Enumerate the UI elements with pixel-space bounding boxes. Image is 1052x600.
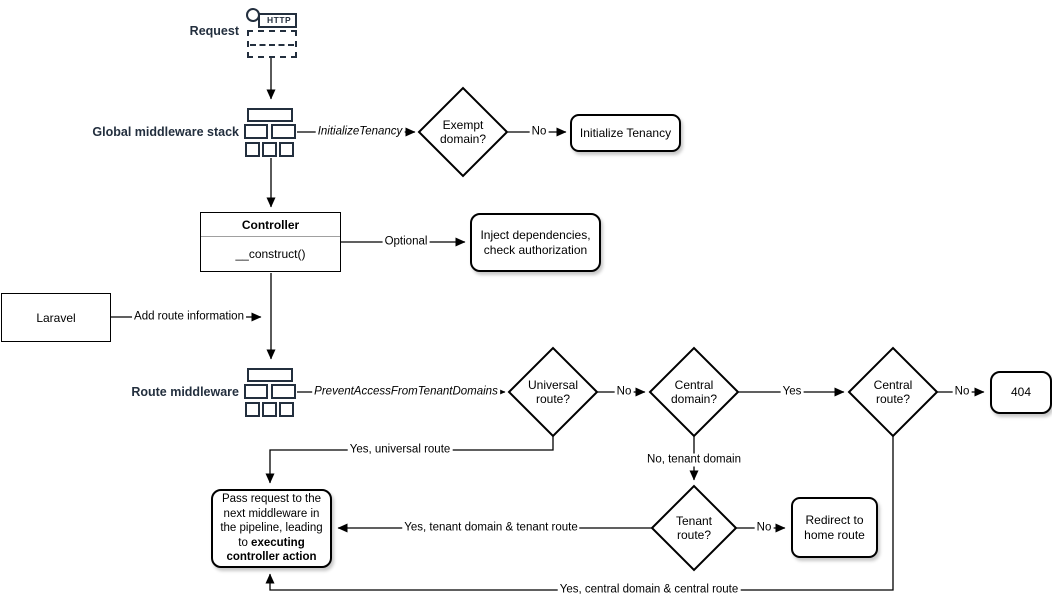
- edge-label-yes-central-domain: Yes: [780, 385, 804, 399]
- pass-request-node: Pass request to the next middleware in t…: [211, 489, 332, 568]
- http-label: HTTP: [267, 15, 292, 25]
- pass-request-text: Pass request to the next middleware in t…: [218, 492, 325, 565]
- central-domain-label: Central domain?: [670, 378, 718, 406]
- stack-row-bot-2: [262, 402, 277, 417]
- edge-label-optional: Optional: [382, 235, 430, 249]
- request-icon-dashed-divider: [250, 44, 294, 46]
- exempt-domain-diamond: [417, 86, 509, 178]
- edge-label-no-universal: No: [614, 385, 634, 399]
- edge-label-no-exempt: No: [529, 125, 549, 139]
- edge-label-no-tenant-domain: No, tenant domain: [645, 453, 743, 467]
- pass-request-text-normal: Pass request to the next middleware in t…: [220, 493, 323, 549]
- stack-row-bot-1: [245, 142, 260, 157]
- edge-label-no-central-route: No: [952, 385, 972, 399]
- request-icon-circle: [246, 8, 260, 22]
- edge-label-yes-universal-route: Yes, universal route: [347, 443, 453, 457]
- stack-row-mid-right: [271, 384, 296, 399]
- central-route-diamond: [847, 346, 939, 438]
- stack-row-top: [247, 368, 293, 382]
- universal-route-diamond: [507, 346, 599, 438]
- edge-label-yes-central-route: Yes, central domain & central route: [557, 583, 741, 597]
- stack-row-mid-left: [244, 384, 268, 399]
- middleware-stack-icon: [244, 107, 296, 157]
- stack-row-bot-3: [279, 142, 294, 157]
- laravel-node: Laravel: [1, 293, 111, 342]
- stack-row-bot-2: [262, 142, 277, 157]
- inject-dependencies-node: Inject dependencies, check authorization: [470, 213, 601, 272]
- edge-label-initialize-tenancy: InitializeTenancy: [315, 125, 405, 139]
- stack-row-top: [247, 108, 293, 122]
- controller-node: Controller __construct(): [200, 212, 341, 272]
- route-middleware-stack-icon: [244, 367, 296, 417]
- tenant-route-label: Tenant route?: [675, 514, 713, 542]
- exempt-domain-label: Exempt domain?: [439, 118, 487, 146]
- stack-row-mid-left: [244, 124, 268, 139]
- stack-row-mid-right: [271, 124, 296, 139]
- not-found-404-node: 404: [990, 371, 1052, 414]
- stack-row-bot-3: [279, 402, 294, 417]
- stack-row-bot-1: [245, 402, 260, 417]
- tenant-route-diamond: [650, 484, 738, 572]
- edge-label-no-tenant-route: No: [754, 521, 774, 535]
- edge-label-yes-tenant: Yes, tenant domain & tenant route: [402, 521, 580, 535]
- edge-label-prevent-access: PreventAccessFromTenantDomains: [312, 385, 500, 399]
- initialize-tenancy-node: Initialize Tenancy: [570, 114, 681, 152]
- universal-route-label: Universal route?: [527, 378, 578, 406]
- controller-method: __construct(): [235, 247, 306, 261]
- pass-request-text-bold: executing controller action: [226, 536, 317, 564]
- http-request-icon: HTTP: [246, 7, 297, 58]
- route-middleware-label: Route middleware: [131, 385, 239, 399]
- central-domain-diamond: [648, 346, 740, 438]
- edge-label-add-route-information: Add route information: [132, 310, 246, 324]
- controller-title: Controller: [201, 213, 340, 237]
- central-route-label: Central route?: [873, 378, 913, 406]
- request-icon-header: [258, 13, 297, 28]
- global-middleware-stack-label: Global middleware stack: [92, 125, 239, 139]
- request-icon-body: [247, 30, 297, 58]
- request-label: Request: [189, 24, 239, 38]
- redirect-home-node: Redirect to home route: [791, 497, 878, 558]
